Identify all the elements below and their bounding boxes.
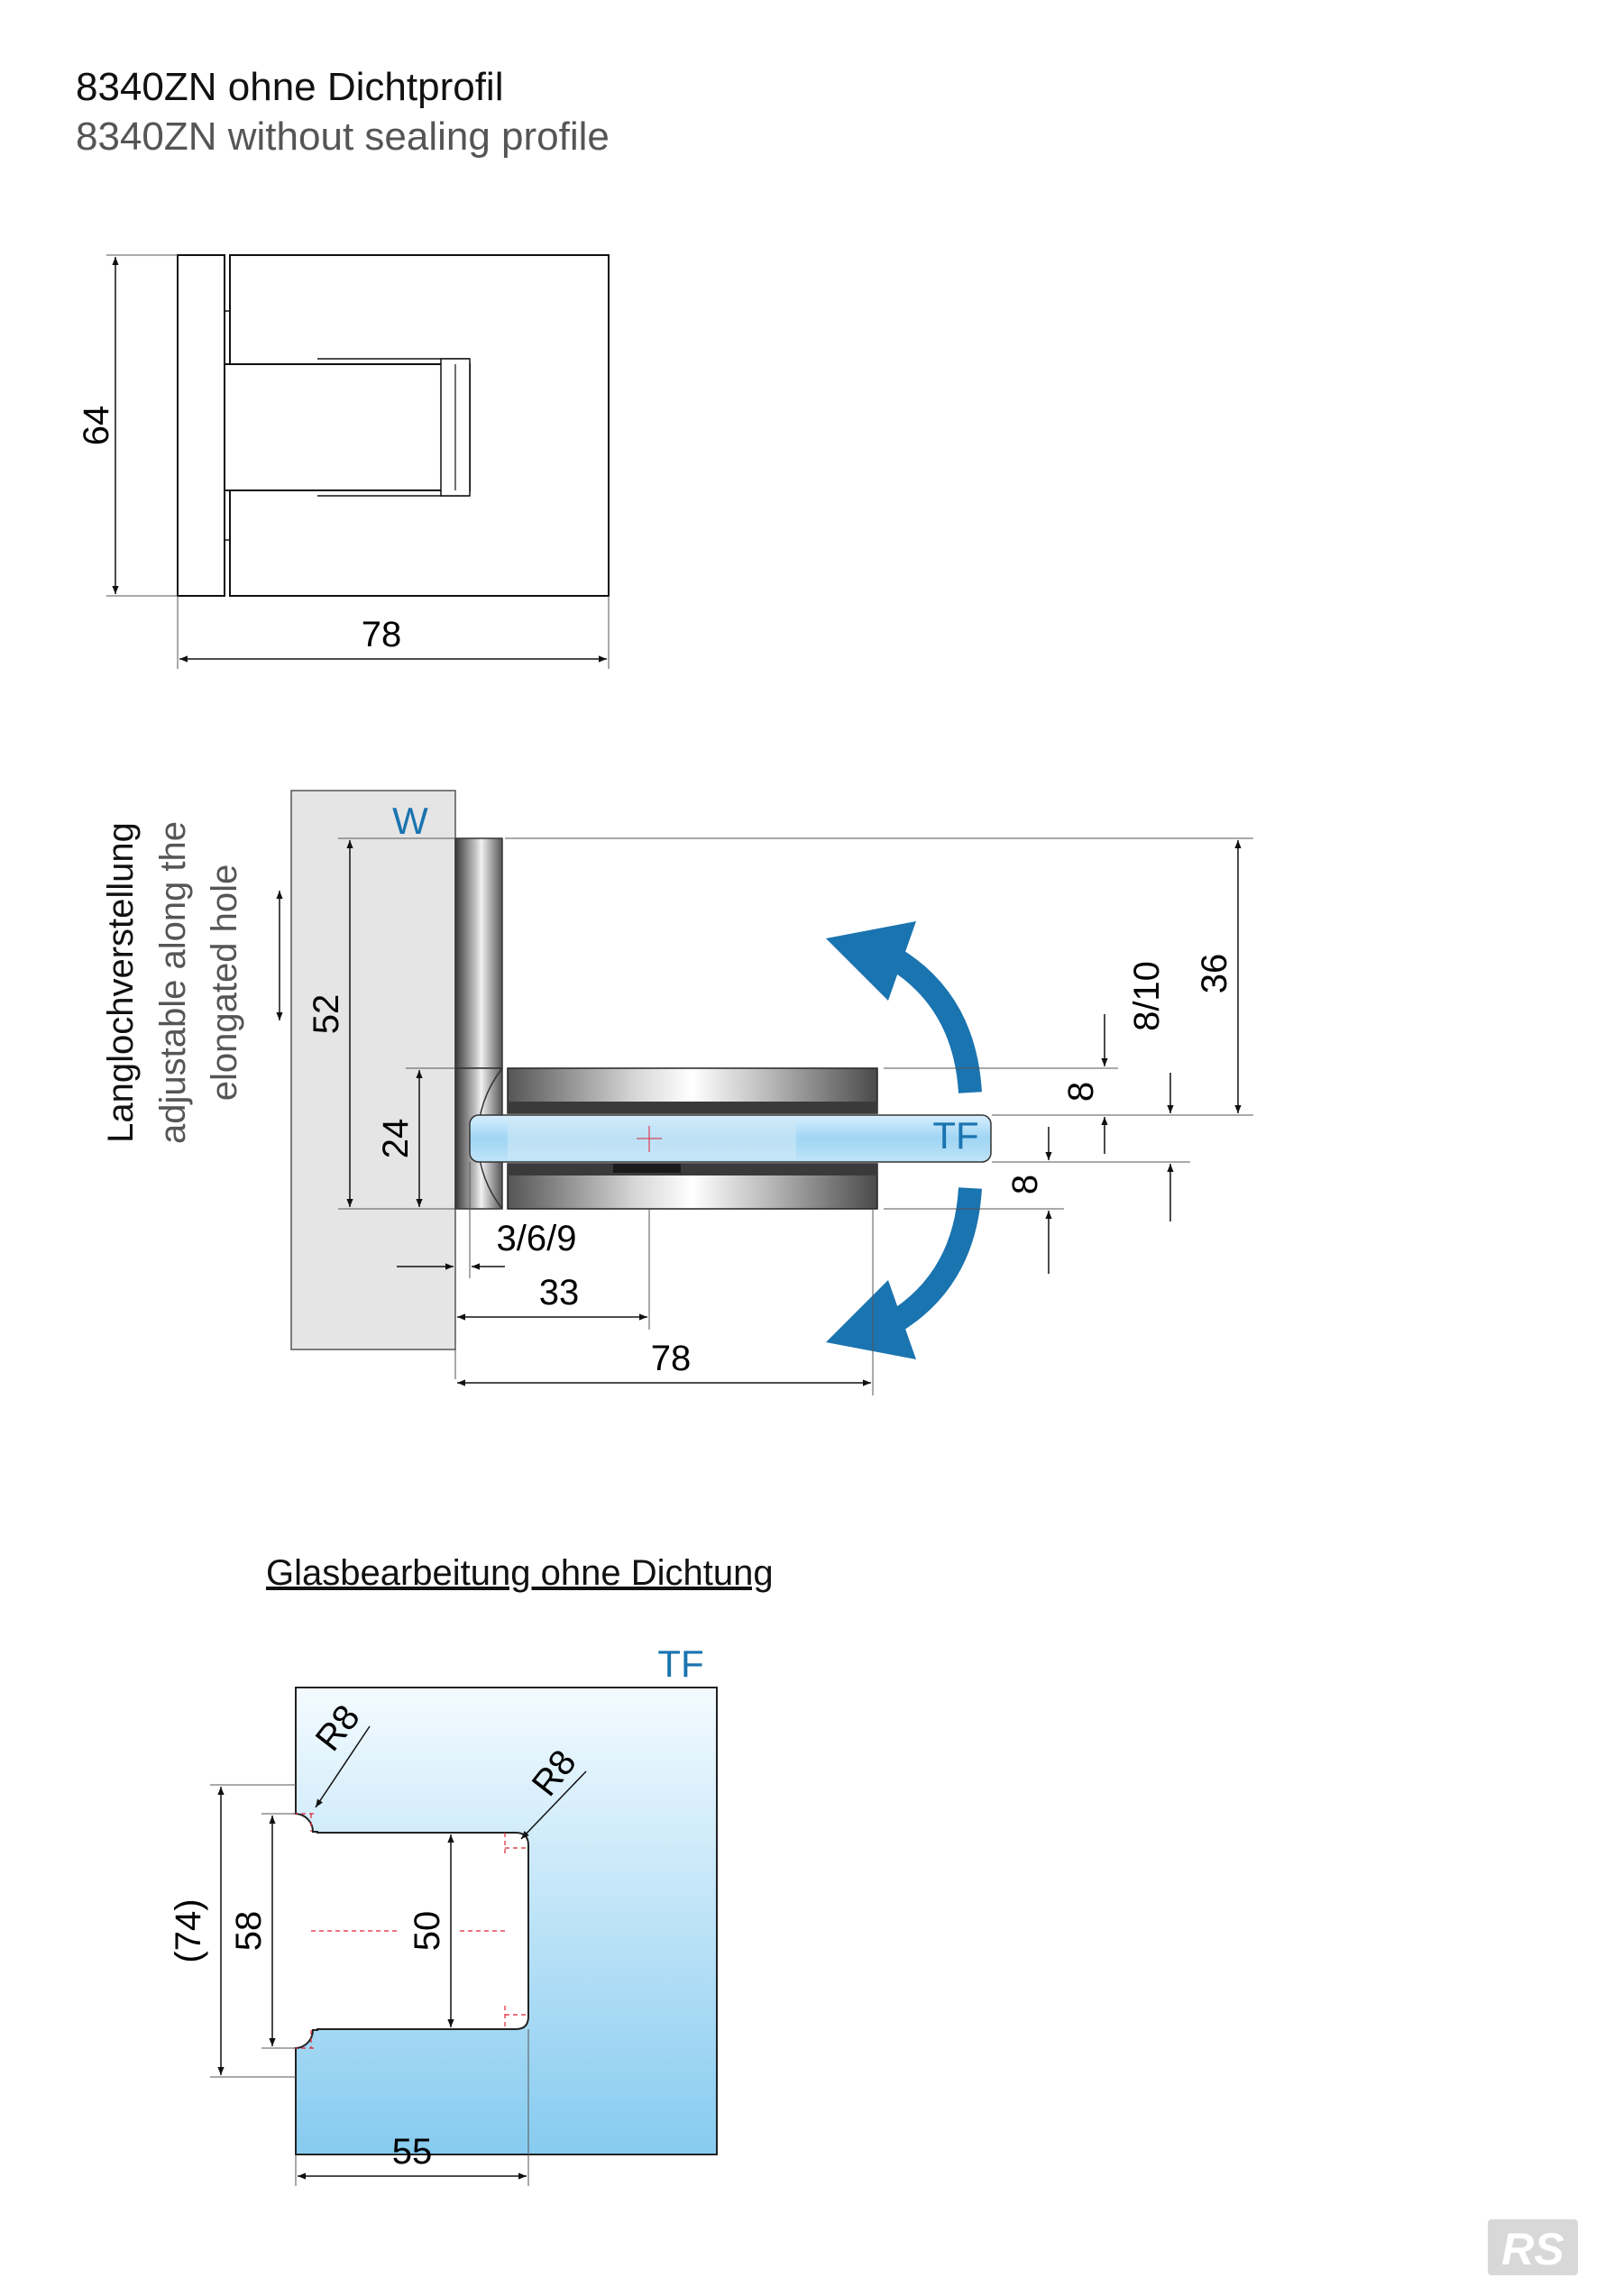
dim-label-74: (74)	[169, 1898, 208, 1962]
wall-label: W	[392, 800, 428, 842]
adjust-label-en-1: adjustable along the	[153, 821, 193, 1144]
dim-label-55: 55	[392, 2132, 433, 2172]
dim-label-24: 24	[376, 1119, 416, 1159]
top-view-wall-plate	[177, 254, 225, 597]
glass-cutout-heading: Glasbearbeitung ohne Dichtung	[266, 1553, 774, 1593]
dim-label-52: 52	[307, 994, 346, 1035]
glass-label-side: TF	[932, 1114, 978, 1157]
dim-label-33: 33	[539, 1273, 580, 1313]
dim-label-36: 36	[1195, 954, 1234, 994]
dim-label-8-top: 8	[1061, 1082, 1101, 1102]
dim-label-50: 50	[408, 1911, 447, 1952]
rs-logo-text: RS	[1501, 2224, 1563, 2274]
page-subtitle: 8340ZN without sealing profile	[76, 114, 610, 159]
side-view: W TF Langlochverstellung adjustable alon…	[101, 790, 1253, 1395]
glass-panel-cutout	[295, 1687, 718, 2155]
adjust-label-en-2: elongated hole	[205, 864, 244, 1101]
wall	[290, 790, 456, 1350]
dim-label-8-bottom: 8	[1005, 1175, 1045, 1194]
wall-plate	[454, 837, 503, 1069]
dim-label-64: 64	[77, 406, 116, 446]
rotation-arrow-up	[886, 947, 982, 1093]
dim-label-58: 58	[229, 1911, 269, 1952]
adjust-label-de: Langlochverstellung	[101, 822, 141, 1143]
radius-leader-2	[520, 1770, 587, 1840]
glass-label-cutout: TF	[657, 1642, 703, 1685]
rs-logo: RS	[1488, 2219, 1578, 2275]
top-view: 64 78	[77, 254, 610, 669]
dim-label-78-top: 78	[362, 615, 402, 654]
radius-leader-1	[315, 1725, 371, 1808]
dim-label-369: 3/6/9	[497, 1219, 577, 1258]
dim-label-8-10: 8/10	[1127, 961, 1167, 1031]
top-view-clamp	[224, 363, 471, 491]
dim-label-78-side: 78	[651, 1339, 692, 1378]
page-title: 8340ZN ohne Dichtprofil	[76, 65, 504, 109]
glass-cutout: Glasbearbeitung ohne Dichtung TF R8 R8 (…	[169, 1553, 774, 2186]
